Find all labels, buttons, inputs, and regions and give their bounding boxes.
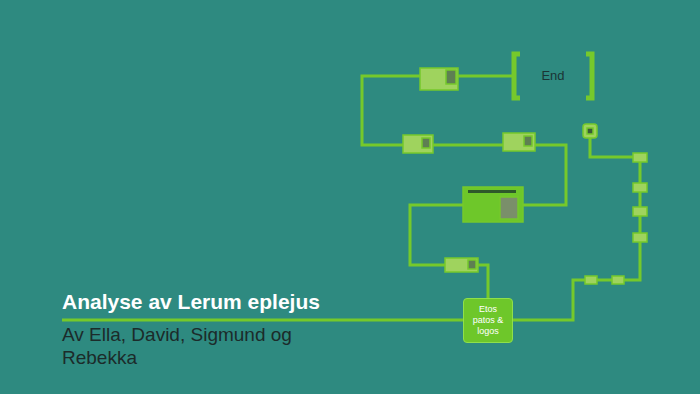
end-box: End (512, 52, 594, 100)
thumbnail (633, 233, 647, 242)
thumbnail (403, 135, 433, 153)
title: Analyse av Lerum eplejus (62, 290, 320, 314)
subtitle: Av Ella, David, Sigmund og Rebekka (62, 324, 332, 370)
end-brackets (514, 54, 592, 98)
right-bracket (586, 54, 592, 98)
thumbnail-heading (468, 190, 516, 193)
thumbnail (612, 276, 624, 284)
node-text: Etos patos & logos (468, 304, 508, 338)
thumbnail (633, 207, 647, 216)
process-box: Etos patos & logos (463, 298, 513, 343)
node-text: End (541, 68, 564, 84)
thumbnail-photo (422, 138, 430, 148)
thumbnail (463, 187, 523, 222)
path-line (62, 137, 640, 320)
thumbnail (445, 258, 478, 272)
thumbnail-photo (500, 197, 518, 219)
thumbnail-photo (468, 260, 476, 269)
thumbnails (403, 68, 647, 284)
connector (362, 76, 566, 298)
thumbnail (420, 68, 458, 90)
thumbnail (583, 124, 597, 138)
thumbnail (585, 276, 597, 284)
thumbnail-photo (587, 128, 593, 134)
thumbnail (633, 183, 647, 192)
branch-line (513, 137, 640, 320)
left-bracket (514, 54, 520, 98)
thumbnail-photo (524, 136, 532, 146)
title-line (62, 319, 463, 322)
thumbnail (503, 133, 535, 151)
thumbnail-photo (446, 70, 456, 84)
thumbnail (633, 153, 647, 162)
